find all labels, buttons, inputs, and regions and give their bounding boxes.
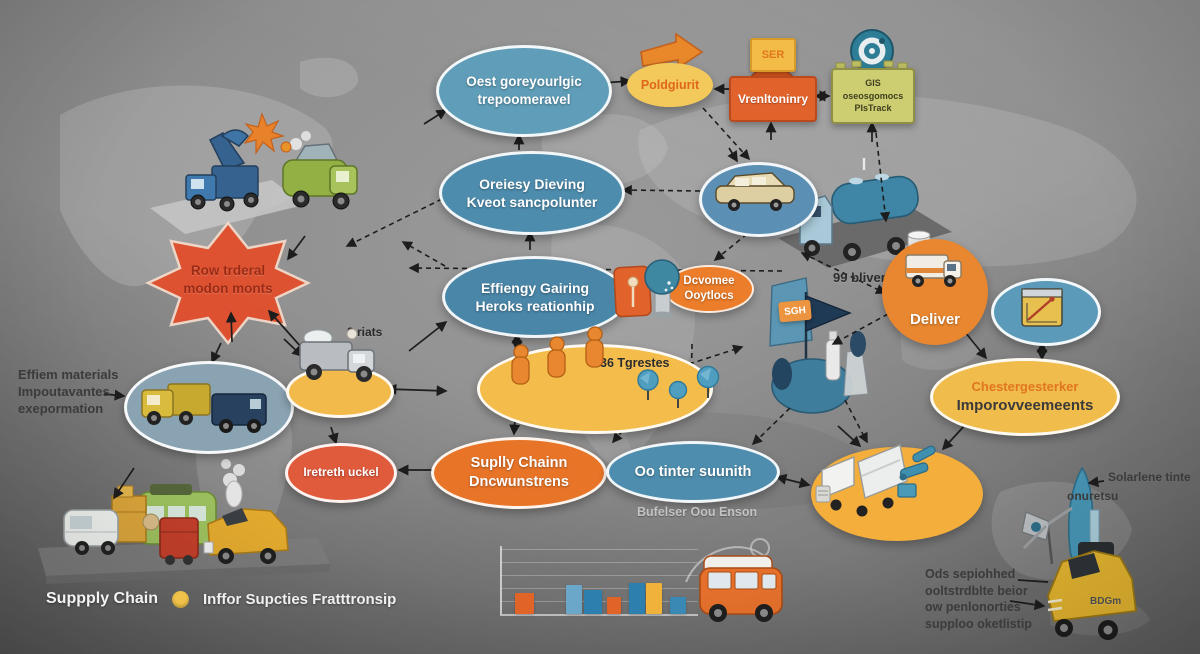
yellow-vehicle-illustration bbox=[1047, 542, 1138, 640]
node-label: Heroks reationhip bbox=[475, 298, 595, 314]
van-ellipse bbox=[699, 162, 818, 237]
node-iretreth: Iretreth uckel bbox=[285, 443, 397, 503]
ser-badge: SER bbox=[750, 38, 796, 72]
node-label: Poldgiurit bbox=[640, 77, 700, 92]
node-label: Oo tinter suunith bbox=[634, 463, 752, 480]
note-line: supploo oketlistip bbox=[925, 616, 1032, 631]
node-label: Deliver bbox=[909, 310, 961, 328]
chicks-ellipse bbox=[477, 344, 713, 434]
note-line: exepormation bbox=[18, 401, 104, 417]
node-label: Effiengy Gairing bbox=[480, 279, 590, 296]
node-suplly: Suplly Chainn Dncwunstrens bbox=[431, 437, 607, 509]
bar-5 bbox=[629, 583, 645, 614]
riats-label: 2 riats bbox=[347, 325, 382, 339]
node-label: Oreiesy Dieving bbox=[479, 175, 585, 192]
wind-turbine-illustration bbox=[1021, 466, 1100, 566]
bar-1 bbox=[515, 593, 534, 614]
label-text: 99 bliver bbox=[833, 270, 886, 285]
label-text: 2 riats bbox=[347, 325, 383, 339]
solarlene-note-2: onuretsu bbox=[1067, 489, 1118, 505]
node-top-blue: Oest goreyourlgic trepoomeravel bbox=[436, 45, 612, 137]
left-trucks-ellipse bbox=[124, 361, 294, 454]
note-line: Solarlene tinte bbox=[1108, 470, 1191, 484]
bliver-label: 99 bliver bbox=[833, 270, 886, 285]
bufelser-label: Bufelser Oou Enson bbox=[637, 505, 757, 519]
crane-truck-illustration bbox=[150, 129, 304, 234]
note-line: Impoutavantes bbox=[18, 384, 110, 400]
node-gis: GIS oseosgomocs PIsTrack bbox=[831, 68, 915, 124]
tgrestes-label: 36 Tgrestes bbox=[600, 356, 669, 370]
node-label: GIS bbox=[865, 78, 881, 89]
materials-cluster-illustration bbox=[769, 277, 869, 414]
node-oreiesy: Oreiesy Dieving Kveot sancpolunter bbox=[439, 151, 625, 235]
riats-ellipse bbox=[286, 366, 394, 418]
legend: Suppply Chain Inffor Supcties Fratttrons… bbox=[46, 590, 396, 608]
left-materials-note: Effiem materials Impoutavantes exepormat… bbox=[18, 366, 118, 417]
note-line: Effiem materials bbox=[18, 367, 119, 382]
bar-7 bbox=[670, 597, 686, 614]
orange-van-illustration bbox=[685, 538, 783, 622]
node-label: PIsTrack bbox=[854, 103, 892, 114]
note-line: ooltstrdblte beior bbox=[925, 583, 1028, 598]
legend-dot-icon bbox=[172, 590, 189, 608]
sgh-tag: SGH bbox=[778, 299, 812, 323]
node-docmee: Dcvomee Ooytlocs bbox=[664, 265, 754, 313]
node-label: Kveot sancpolunter bbox=[466, 194, 598, 210]
starburst-text: Row trderal modon monts bbox=[165, 262, 291, 298]
green-truck-illustration bbox=[282, 131, 358, 210]
label-text: BDGm bbox=[1090, 596, 1122, 607]
node-label: Iretreth uckel bbox=[303, 465, 379, 480]
solarlene-note: Solarlene tinte bbox=[1108, 470, 1191, 486]
starburst-line: modon monts bbox=[183, 280, 273, 296]
node-label: Dcvomee bbox=[683, 275, 735, 288]
trucks-orange-ellipse bbox=[811, 447, 983, 541]
bottom-right-note: Ods sepiohhed ooltstrdblte beior ow penl… bbox=[925, 566, 1032, 632]
bar-2 bbox=[566, 585, 582, 614]
node-label: Imporovveemeents bbox=[956, 396, 1094, 414]
node-label: oseosgomocs bbox=[842, 90, 904, 101]
spark-icon bbox=[243, 112, 292, 156]
label-text: Bufelser Oou Enson bbox=[637, 505, 758, 519]
label-text: 36 Tgrestes bbox=[600, 356, 670, 370]
starburst-line: Row trderal bbox=[190, 263, 266, 278]
node-ootinter: Oo tinter suunith bbox=[606, 441, 780, 503]
node-poldgiurit: Poldgiurit bbox=[627, 63, 713, 107]
tag-text: SGH bbox=[783, 304, 807, 318]
node-effiengy: Effiengy Gairing Heroks reationhip bbox=[442, 256, 628, 338]
node-label: Oest goreyourlgic bbox=[466, 74, 582, 90]
target-icon bbox=[835, 29, 908, 73]
note-line: ow penlonorties bbox=[925, 600, 1021, 614]
node-label: Ooytlocs bbox=[684, 290, 734, 302]
node-vrenltoninry: Vrenltoninry bbox=[729, 76, 817, 122]
node-label: trepoomeravel bbox=[477, 92, 571, 107]
mini-bar-chart bbox=[500, 546, 698, 616]
bdgm-label: BDGm bbox=[1090, 596, 1121, 607]
legend-label: Inffor Supcties Fratttronsip bbox=[203, 590, 397, 608]
mini-bar-chart-bars bbox=[502, 546, 698, 614]
bar-6 bbox=[646, 583, 662, 614]
node-label: Suplly Chainn bbox=[470, 455, 568, 472]
note-line: Ods sepiohhed bbox=[925, 567, 1016, 581]
bar-3 bbox=[584, 590, 602, 614]
badge-label: SER bbox=[761, 49, 785, 61]
legend-title: Suppply Chain bbox=[46, 590, 158, 607]
node-chester: Chestergesterker Imporovveemeents bbox=[930, 358, 1120, 436]
gauge-ellipse bbox=[991, 278, 1101, 346]
node-label: Vrenltoninry bbox=[737, 92, 808, 106]
note-line: onuretsu bbox=[1067, 489, 1119, 503]
node-label: Chestergesterker bbox=[971, 378, 1079, 394]
bar-4 bbox=[607, 597, 621, 614]
node-deliver: Deliver bbox=[882, 239, 988, 345]
node-label: Dncwunstrens bbox=[469, 474, 569, 490]
